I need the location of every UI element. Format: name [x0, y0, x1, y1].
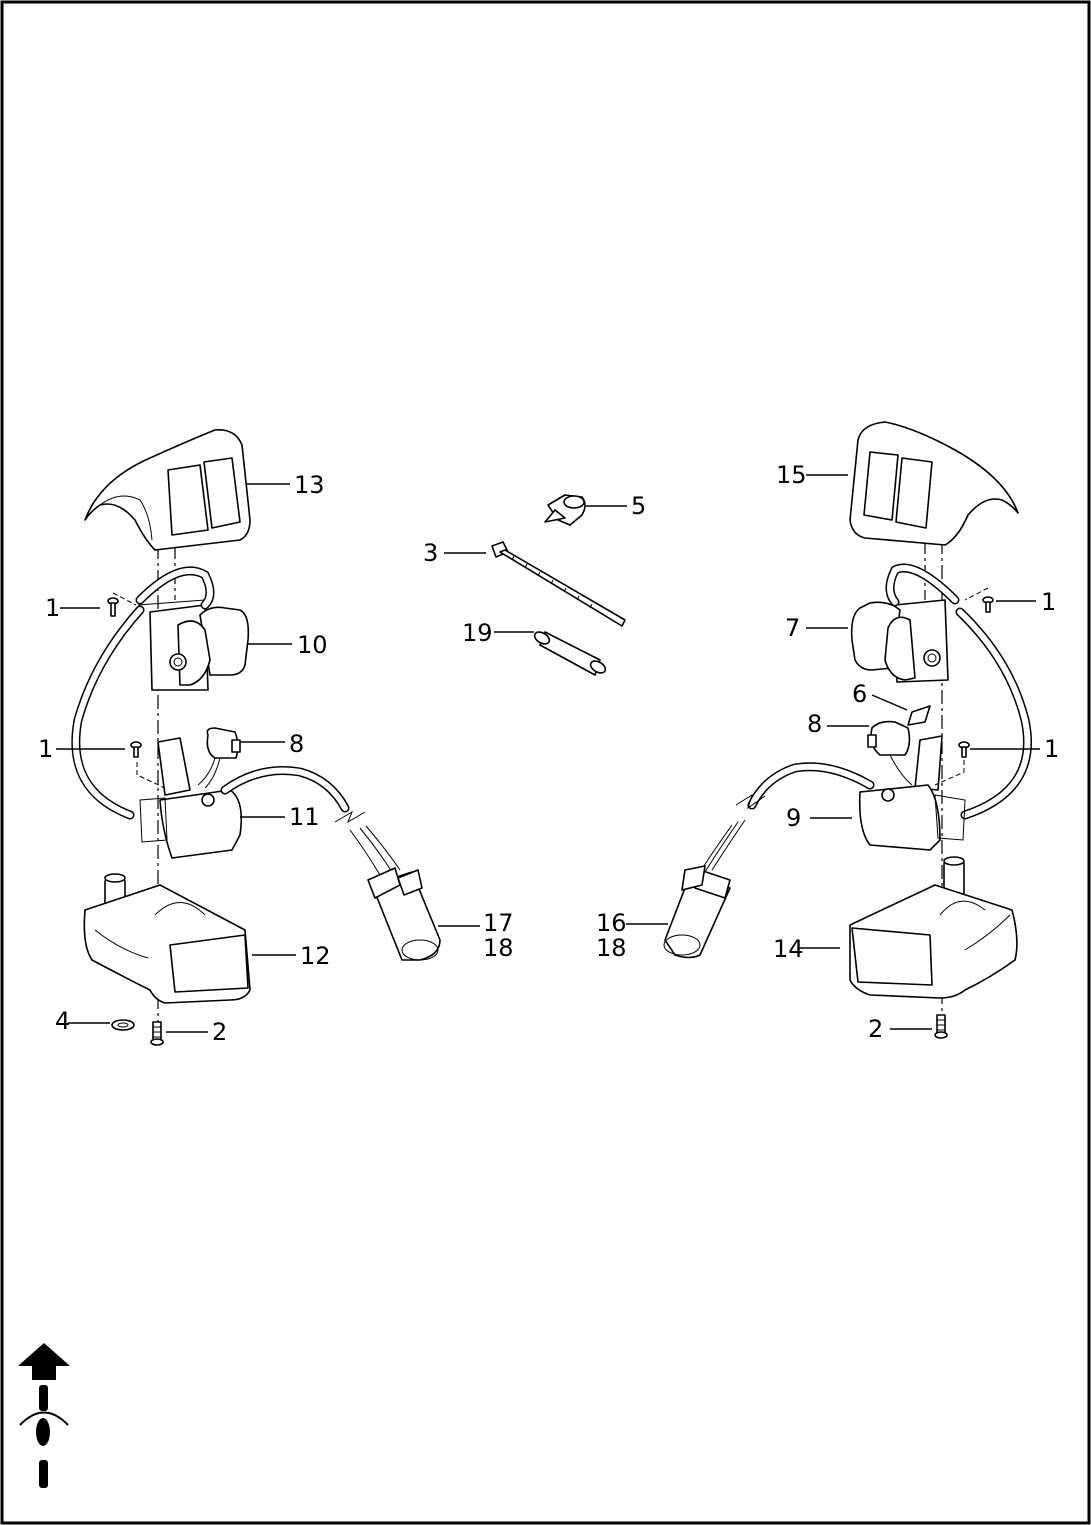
callout-1-left-upper: 1 — [45, 594, 60, 622]
callout-numbers: 13 1 10 1 8 11 12 4 2 3 5 19 17 18 15 1 … — [38, 461, 1059, 1046]
callout-18-right: 18 — [596, 934, 627, 962]
callout-1-left-middle: 1 — [38, 735, 53, 763]
screw-right-lower — [934, 1014, 948, 1039]
callout-10: 10 — [297, 631, 328, 659]
motorcycle-top-view-icon — [19, 1385, 69, 1488]
callout-8-left: 8 — [289, 730, 304, 758]
callout-18-left: 18 — [483, 934, 514, 962]
callout-6: 6 — [852, 680, 867, 708]
switch-assembly-right — [850, 599, 949, 683]
leader-lines — [56, 474, 1040, 1033]
callout-19: 19 — [462, 619, 493, 647]
lower-switch-housing-left — [83, 873, 251, 1004]
screw-left-middle — [130, 741, 142, 758]
callout-15: 15 — [776, 461, 807, 489]
callout-2-right: 2 — [868, 1015, 883, 1043]
center-loose-parts — [491, 494, 626, 676]
callout-13: 13 — [294, 471, 325, 499]
callout-9: 9 — [786, 804, 801, 832]
insert-piece — [907, 705, 931, 726]
harness-connector-left — [367, 867, 441, 961]
cable-clip — [544, 494, 586, 526]
screw-left-lower — [150, 1021, 164, 1046]
lower-switch-module-left — [139, 789, 243, 859]
screw-right-upper — [982, 596, 994, 613]
callout-8-right: 8 — [807, 710, 822, 738]
callout-7: 7 — [785, 614, 800, 642]
screw-left-upper — [107, 597, 119, 617]
cable-strap — [491, 541, 626, 627]
harness-connector-right — [663, 865, 731, 959]
connector-right — [867, 720, 913, 786]
lower-switch-module-right — [858, 784, 966, 851]
callout-1-right-middle: 1 — [1044, 735, 1059, 763]
callout-2-left: 2 — [212, 1018, 227, 1046]
upper-switch-housing-left — [84, 428, 251, 551]
left-switch-assembly — [71, 428, 441, 1046]
lower-switch-housing-right — [849, 856, 1018, 999]
callout-5: 5 — [631, 492, 646, 520]
callout-3: 3 — [423, 539, 438, 567]
callout-1-right-upper: 1 — [1041, 588, 1056, 616]
right-switch-assembly — [663, 421, 1032, 1039]
screw-right-middle — [958, 741, 970, 758]
callout-16: 16 — [596, 909, 627, 937]
heat-shrink-sleeve — [533, 631, 607, 676]
front-direction-arrow-icon — [18, 1343, 70, 1380]
switch-assembly-left — [137, 599, 250, 691]
washer-left — [111, 1019, 135, 1031]
callout-4: 4 — [55, 1007, 70, 1035]
connector-left — [197, 727, 241, 789]
callout-12: 12 — [300, 942, 331, 970]
callout-14: 14 — [773, 935, 804, 963]
upper-switch-housing-right — [849, 421, 1019, 546]
callout-17: 17 — [483, 909, 514, 937]
callout-11: 11 — [289, 803, 320, 831]
